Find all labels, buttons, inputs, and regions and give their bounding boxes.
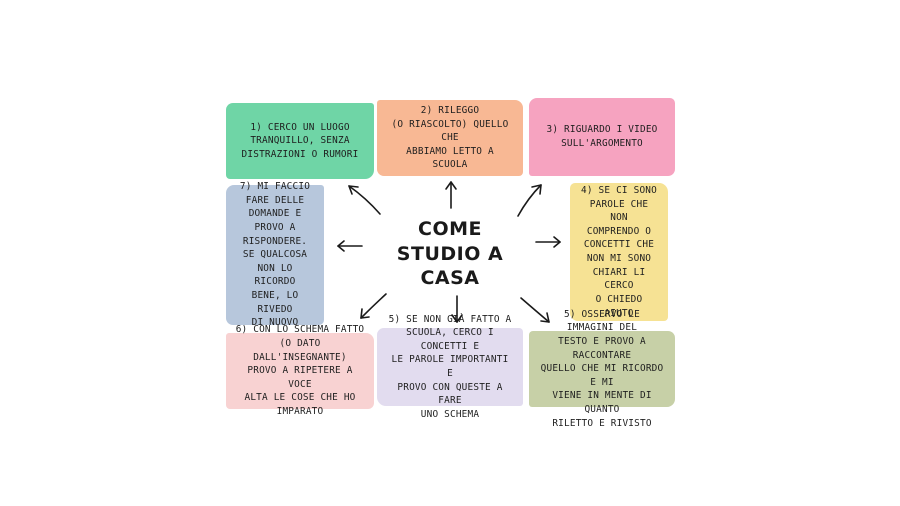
note-line: UNO SCHEMA (420, 408, 480, 420)
note-line: IMPARATO (276, 406, 324, 418)
note-7-self-questions: 7) MI FACCIO FARE DELLE DOMANDE E PROVO … (226, 181, 324, 328)
note-line: 7) MI FACCIO (239, 181, 311, 193)
note-line: RILETTO E RIVISTO (552, 417, 652, 429)
note-line: PROVO A RIPETERE A VOCE (247, 365, 353, 390)
note-line: QUELLO CHE MI RICORDO E MI (540, 363, 664, 388)
note-line: 1) CERCO UN LUOGO (250, 121, 350, 133)
note-line: O CHIEDO AIUTO (595, 293, 643, 319)
arrow-to-note-8-icon (337, 240, 363, 252)
note-line: RISPONDERE. (242, 235, 308, 247)
note-line: SULL'ARGOMENTO (561, 138, 643, 149)
note-6-repeat-aloud: 6) CON LO SCHEMA FATTO (O DATO DALL'INSE… (226, 324, 374, 417)
center-title-line-2: STUDIO A (396, 242, 504, 265)
arrow-to-note-3-icon (517, 184, 542, 217)
note-1-quiet-place: 1) CERCO UN LUOGO TRANQUILLO, SENZA DIST… (226, 103, 374, 179)
arrow-to-note-1-icon (348, 185, 381, 215)
note-line: CONCETTI CHE (583, 239, 655, 251)
note-line: (O RIASCOLTO) QUELLO CHE (391, 118, 509, 144)
note-line: 3) RIGUARDO I VIDEO (546, 124, 658, 136)
note-line: BENE, LO RIVEDO (251, 290, 299, 315)
note-line: 5) SE NON GIÀ FATTO A (388, 313, 512, 325)
arrow-to-note-6-icon (451, 295, 463, 323)
note-line: PROVO CON QUESTE A FARE (397, 381, 503, 407)
note-line: 5) OSSERVO LE IMMAGINI DEL (564, 308, 640, 334)
note-line: ALTA LE COSE CHE HO (244, 392, 356, 404)
note-line: ABBIAMO LETTO A SCUOLA (406, 145, 494, 171)
note-line: DISTRAZIONI O RUMORI (241, 148, 359, 160)
note-3-videos: 3) RIGUARDO I VIDEO SULL'ARGOMENTO (529, 98, 675, 176)
note-line: 2) RILEGGO (420, 104, 480, 116)
note-line: 6) CON LO SCHEMA FATTO (235, 324, 365, 336)
note-line: DI NUOVO (251, 317, 299, 329)
note-5-make-schema: 5) SE NON GIÀ FATTO A SCUOLA, CERCO I CO… (377, 314, 523, 420)
note-line: COMPRENDO O (586, 225, 652, 237)
note-line: CHIARI LI CERCO (592, 266, 646, 292)
note-line: VIENE IN MENTE DI QUANTO (552, 390, 652, 416)
center-title-line-1: COME (418, 217, 482, 240)
arrow-to-note-5-icon (520, 297, 550, 323)
note-line: SCUOLA, CERCO I CONCETTI E (406, 327, 494, 352)
note-line: PROVO A (254, 221, 296, 233)
note-line: PAROLE CHE NON (589, 198, 649, 224)
note-line: TRANQUILLO, SENZA (250, 135, 350, 147)
note-4-unknown-words: 4) SE CI SONO PAROLE CHE NON COMPRENDO O… (570, 183, 668, 321)
center-title-line-3: CASA (420, 267, 480, 290)
center-title: COME STUDIO A CASA (385, 212, 515, 296)
note-line: (O DATO DALL'INSEGNANTE) (253, 337, 347, 363)
arrow-to-note-7-icon (360, 293, 387, 319)
arrow-to-note-2-icon (445, 181, 457, 209)
note-line: 4) SE CI SONO (581, 184, 657, 196)
note-2-reread: 2) RILEGGO (O RIASCOLTO) QUELLO CHE ABBI… (377, 100, 523, 176)
note-line: NON LO RICORDO (254, 262, 296, 288)
note-line: SE QUALCOSA (242, 249, 308, 261)
note-5-observe-images: 5) OSSERVO LE IMMAGINI DEL TESTO E PROVO… (529, 309, 675, 429)
note-line: LE PAROLE IMPORTANTI E (391, 354, 509, 379)
note-line: NON MI SONO (586, 253, 652, 264)
note-line: DOMANDE E (248, 208, 302, 220)
arrow-to-note-4-icon (535, 236, 561, 248)
note-line: TESTO E PROVO A RACCONTARE (558, 335, 646, 361)
note-line: FARE DELLE (245, 194, 305, 206)
